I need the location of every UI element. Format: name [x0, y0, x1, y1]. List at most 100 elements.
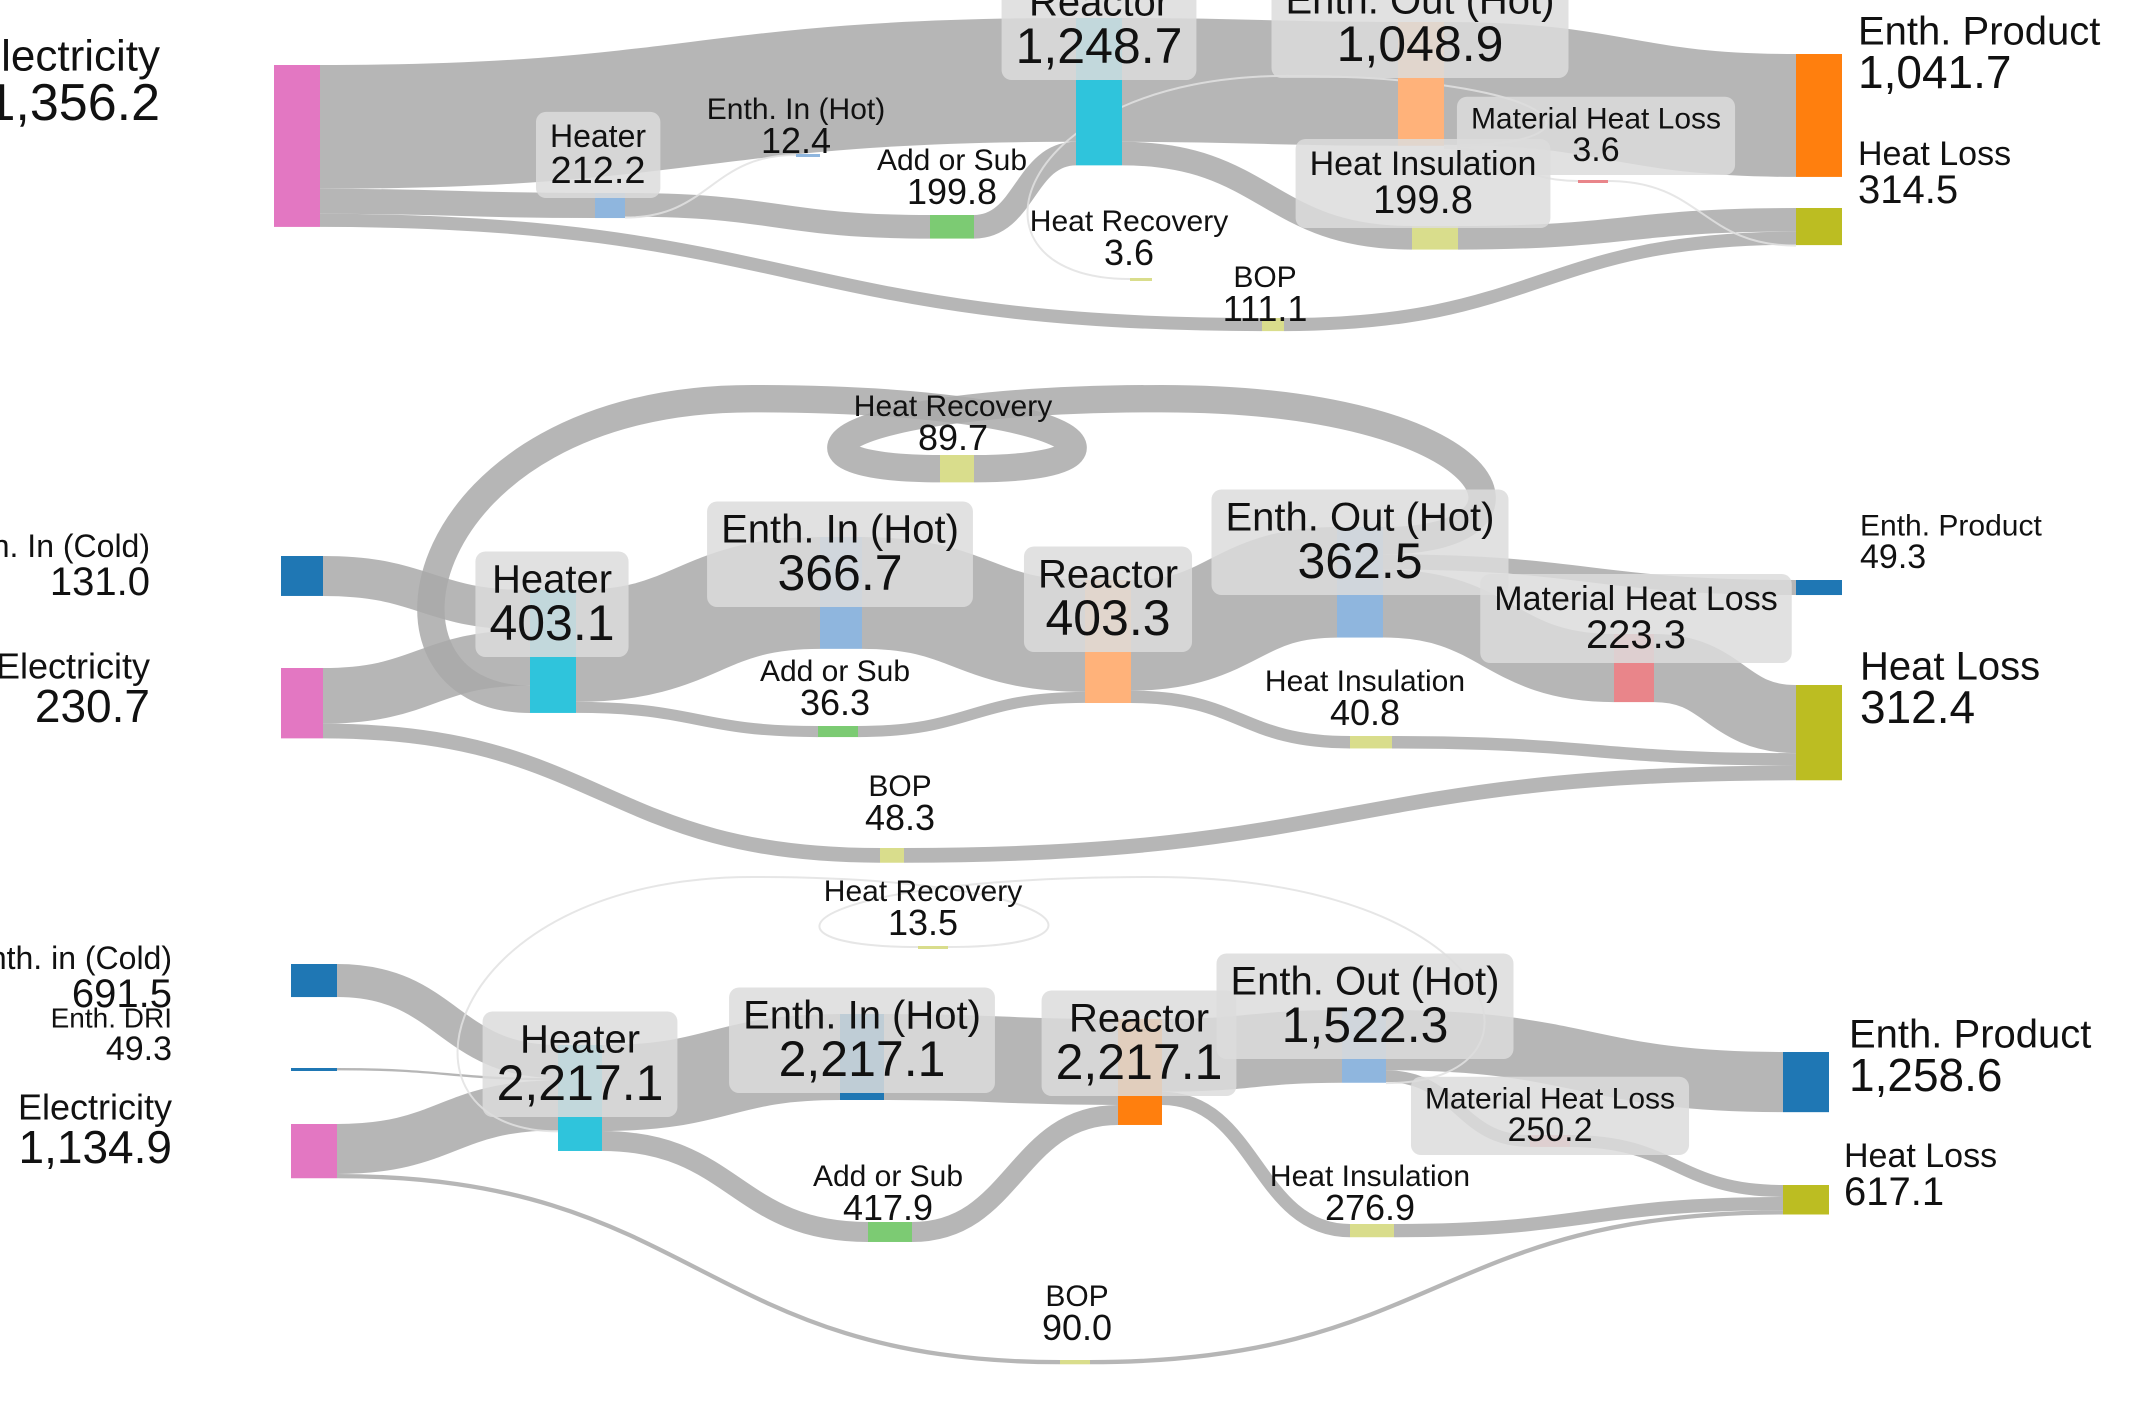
node-name: Heat Recovery: [854, 390, 1052, 423]
link-heater-to-enth_in_hot: [624, 154, 797, 219]
link-heat_recovery-to-heater: [456, 875, 1050, 1133]
link-material_heat_loss-to-heat_loss: [1652, 633, 1798, 754]
link-bop-to-heat_loss: [1089, 1210, 1784, 1365]
node-name: Heater: [550, 118, 646, 154]
node-value: 13.5: [888, 902, 958, 943]
node-name: Enth. In (Hot): [721, 508, 959, 552]
node-value: 49.3: [1860, 538, 1926, 576]
node-name: Heat Loss: [1858, 135, 2011, 173]
label-background: [1216, 953, 1514, 1059]
link-electricity-to-bop: [319, 213, 1263, 332]
node-value: 1,134.9: [19, 1121, 172, 1173]
node-heat-insulation: [1350, 1224, 1394, 1238]
link-heat_insulation-to-heat_loss: [1457, 207, 1797, 250]
link-add_or_sub-to-reactor: [911, 1105, 1119, 1242]
link-heater-to-add_or_sub: [575, 701, 819, 738]
node-value: 1,258.6: [1849, 1049, 2002, 1101]
node-value: 212.2: [550, 150, 645, 192]
node-value: 417.9: [843, 1187, 933, 1228]
node-value: 48.3: [865, 797, 935, 838]
node-enth-product: [1796, 580, 1842, 596]
link-electricity-to-bop: [336, 1173, 1061, 1365]
label-background: [1001, 0, 1197, 80]
node-value: 3.6: [1104, 232, 1154, 273]
link-material_heat_loss-to-heat_loss: [1607, 180, 1797, 247]
node-value: 2,217.1: [779, 1031, 946, 1087]
node-name: Enth. Product: [1860, 510, 2042, 543]
label-enth-in-hot: Enth. In (Hot)12.4: [707, 93, 885, 161]
link-reactor-to-enth_out_hot: [1121, 18, 1399, 146]
node-enth-dri: [291, 1068, 337, 1071]
link-electricity-to-reactor: [319, 18, 1077, 189]
label-background: [1023, 546, 1193, 652]
node-name: Enth. In (Cold): [0, 528, 150, 564]
link-electricity-to-heater: [319, 188, 596, 219]
node-add-or-sub: [930, 215, 974, 239]
node-heat-recovery: [918, 946, 948, 949]
node-bop: [880, 848, 904, 863]
node-name: Enth. in (Cold): [0, 940, 172, 976]
label-background: [1211, 489, 1509, 595]
link-reactor-to-heat_insulation: [1121, 141, 1413, 250]
node-name: Enth. DRI: [51, 1003, 172, 1034]
middle-labels: Enth. In (Cold)131.0Electricity230.7Heat…: [0, 390, 2042, 838]
label-enth-in-cold: Enth. in (Cold)691.5: [0, 940, 172, 1016]
node-enth-in-hot: [796, 154, 820, 157]
node-name: Add or Sub: [813, 1160, 963, 1193]
node-value: 276.9: [1325, 1187, 1415, 1228]
node-name: Heat Recovery: [824, 875, 1022, 908]
node-value: 691.5: [72, 972, 172, 1016]
label-background: [535, 111, 661, 198]
node-value: 49.3: [106, 1030, 172, 1068]
label-background: [729, 987, 995, 1093]
node-value: 223.3: [1586, 613, 1686, 657]
node-electricity: [274, 65, 320, 227]
node-name: Reactor: [1029, 0, 1169, 25]
link-heat_insulation-to-heat_loss: [1393, 1196, 1784, 1238]
link-bop-to-heat_loss: [1283, 231, 1797, 332]
node-name: Enth. Product: [1849, 1012, 2091, 1056]
node-name: Heat Insulation: [1310, 145, 1537, 183]
node-heat-recovery: [1130, 278, 1152, 281]
label-enth-in-hot: Enth. In (Hot)366.7: [707, 501, 973, 607]
node-name: BOP: [1233, 261, 1296, 294]
label-enth-out-hot: Enth. Out (Hot)362.5: [1211, 489, 1509, 595]
label-background: [1480, 574, 1792, 663]
node-value: 199.8: [1373, 178, 1473, 222]
node-name: Heater: [520, 1018, 640, 1062]
node-value: 40.8: [1330, 692, 1400, 733]
node-value: 617.1: [1844, 1170, 1944, 1214]
node-value: 314.5: [1858, 168, 1958, 212]
link-reactor-to-heat_insulation: [1130, 690, 1351, 749]
node-name: Enth. In (Hot): [743, 994, 981, 1038]
node-bop: [1060, 1360, 1090, 1365]
node-value: 111.1: [1223, 288, 1308, 329]
node-value: 3.6: [1572, 131, 1619, 169]
node-heat-insulation: [1412, 226, 1458, 250]
label-background: [1271, 0, 1569, 78]
node-value: 1,041.7: [1858, 46, 2011, 98]
link-heat_insulation-to-heat_loss: [1391, 736, 1797, 766]
label-background: [707, 501, 973, 607]
node-name: Heat Recovery: [1030, 205, 1228, 238]
link-heater-to-add_or_sub: [624, 192, 931, 239]
node-value: 1,048.9: [1337, 16, 1504, 72]
node-name: Electricity: [0, 645, 150, 686]
node-enth-in-cold: [281, 556, 323, 596]
node-add-or-sub: [868, 1222, 912, 1242]
node-value: 131.0: [50, 560, 150, 604]
